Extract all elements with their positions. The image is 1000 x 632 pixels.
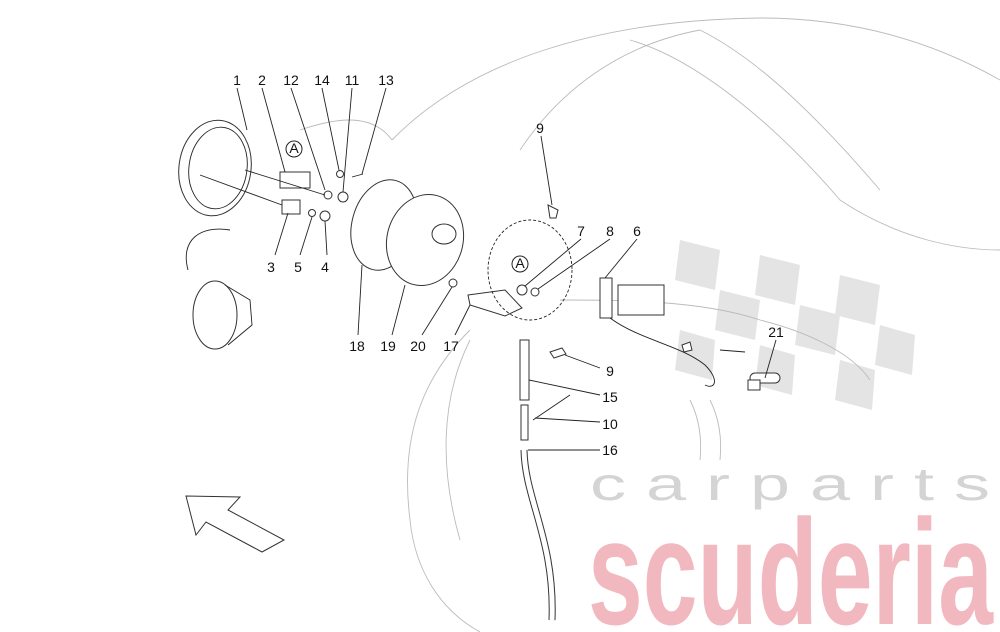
callout-labels: 1 2 12 14 11 13 3 5 4 18 19 20 17 9 7 8 … xyxy=(233,72,784,458)
fuel-recess xyxy=(487,219,573,321)
callout-18: 18 xyxy=(349,338,365,354)
bracket-3 xyxy=(281,199,301,215)
callout-4: 4 xyxy=(321,259,329,275)
checkered-flag-watermark xyxy=(675,240,915,410)
washer-14 xyxy=(336,170,344,178)
fuel-cap-housing xyxy=(178,119,252,217)
nut-7 xyxy=(516,284,528,296)
callout-17: 17 xyxy=(443,338,459,354)
watermark-tagline: c a r p a r t s xyxy=(590,458,990,510)
svg-text:A: A xyxy=(515,255,525,271)
callout-2: 2 xyxy=(258,72,266,88)
washer-8 xyxy=(530,287,540,297)
screw-20 xyxy=(448,278,458,288)
nut-11 xyxy=(337,191,349,203)
callout-13: 13 xyxy=(378,72,394,88)
watermark-brand: scuderia xyxy=(588,488,994,632)
front-arrow xyxy=(185,495,286,553)
detail-marker-a-1: A xyxy=(285,140,303,158)
callout-11: 11 xyxy=(345,72,360,88)
callout-19: 19 xyxy=(380,338,396,354)
callout-1: 1 xyxy=(233,72,241,88)
callout-10: 10 xyxy=(602,416,618,432)
cover-17 xyxy=(467,289,523,317)
callout-9-bottom: 9 xyxy=(606,363,614,379)
leader-lines xyxy=(236,87,777,451)
callout-8: 8 xyxy=(606,223,614,239)
clip-9-top xyxy=(547,204,559,219)
callout-6: 6 xyxy=(633,223,641,239)
washer-12 xyxy=(323,190,333,200)
nut-4 xyxy=(319,210,331,222)
connector-10 xyxy=(520,404,529,441)
screw-13 xyxy=(351,173,364,178)
callout-5: 5 xyxy=(294,259,302,275)
car-body-outline xyxy=(299,17,1000,632)
callout-12: 12 xyxy=(283,72,299,88)
hose-15 xyxy=(519,339,530,401)
callout-16: 16 xyxy=(602,442,618,458)
bracket-2 xyxy=(279,171,311,189)
callout-15: 15 xyxy=(602,389,618,405)
callout-9-top: 9 xyxy=(536,120,544,136)
filler-neck xyxy=(185,228,253,350)
callout-21: 21 xyxy=(768,324,784,340)
flap-knob xyxy=(431,223,457,245)
fuel-flap-19 xyxy=(385,193,465,287)
flap-actuator-6 xyxy=(599,277,715,387)
callout-14: 14 xyxy=(314,72,330,88)
callout-3: 3 xyxy=(267,259,275,275)
callout-7: 7 xyxy=(577,223,585,239)
callout-20: 20 xyxy=(410,338,426,354)
svg-text:A: A xyxy=(289,140,299,156)
washer-5 xyxy=(308,209,316,217)
detail-marker-a-2: A xyxy=(511,255,529,273)
clip-9-bottom xyxy=(549,347,567,359)
t-piece xyxy=(532,394,571,421)
